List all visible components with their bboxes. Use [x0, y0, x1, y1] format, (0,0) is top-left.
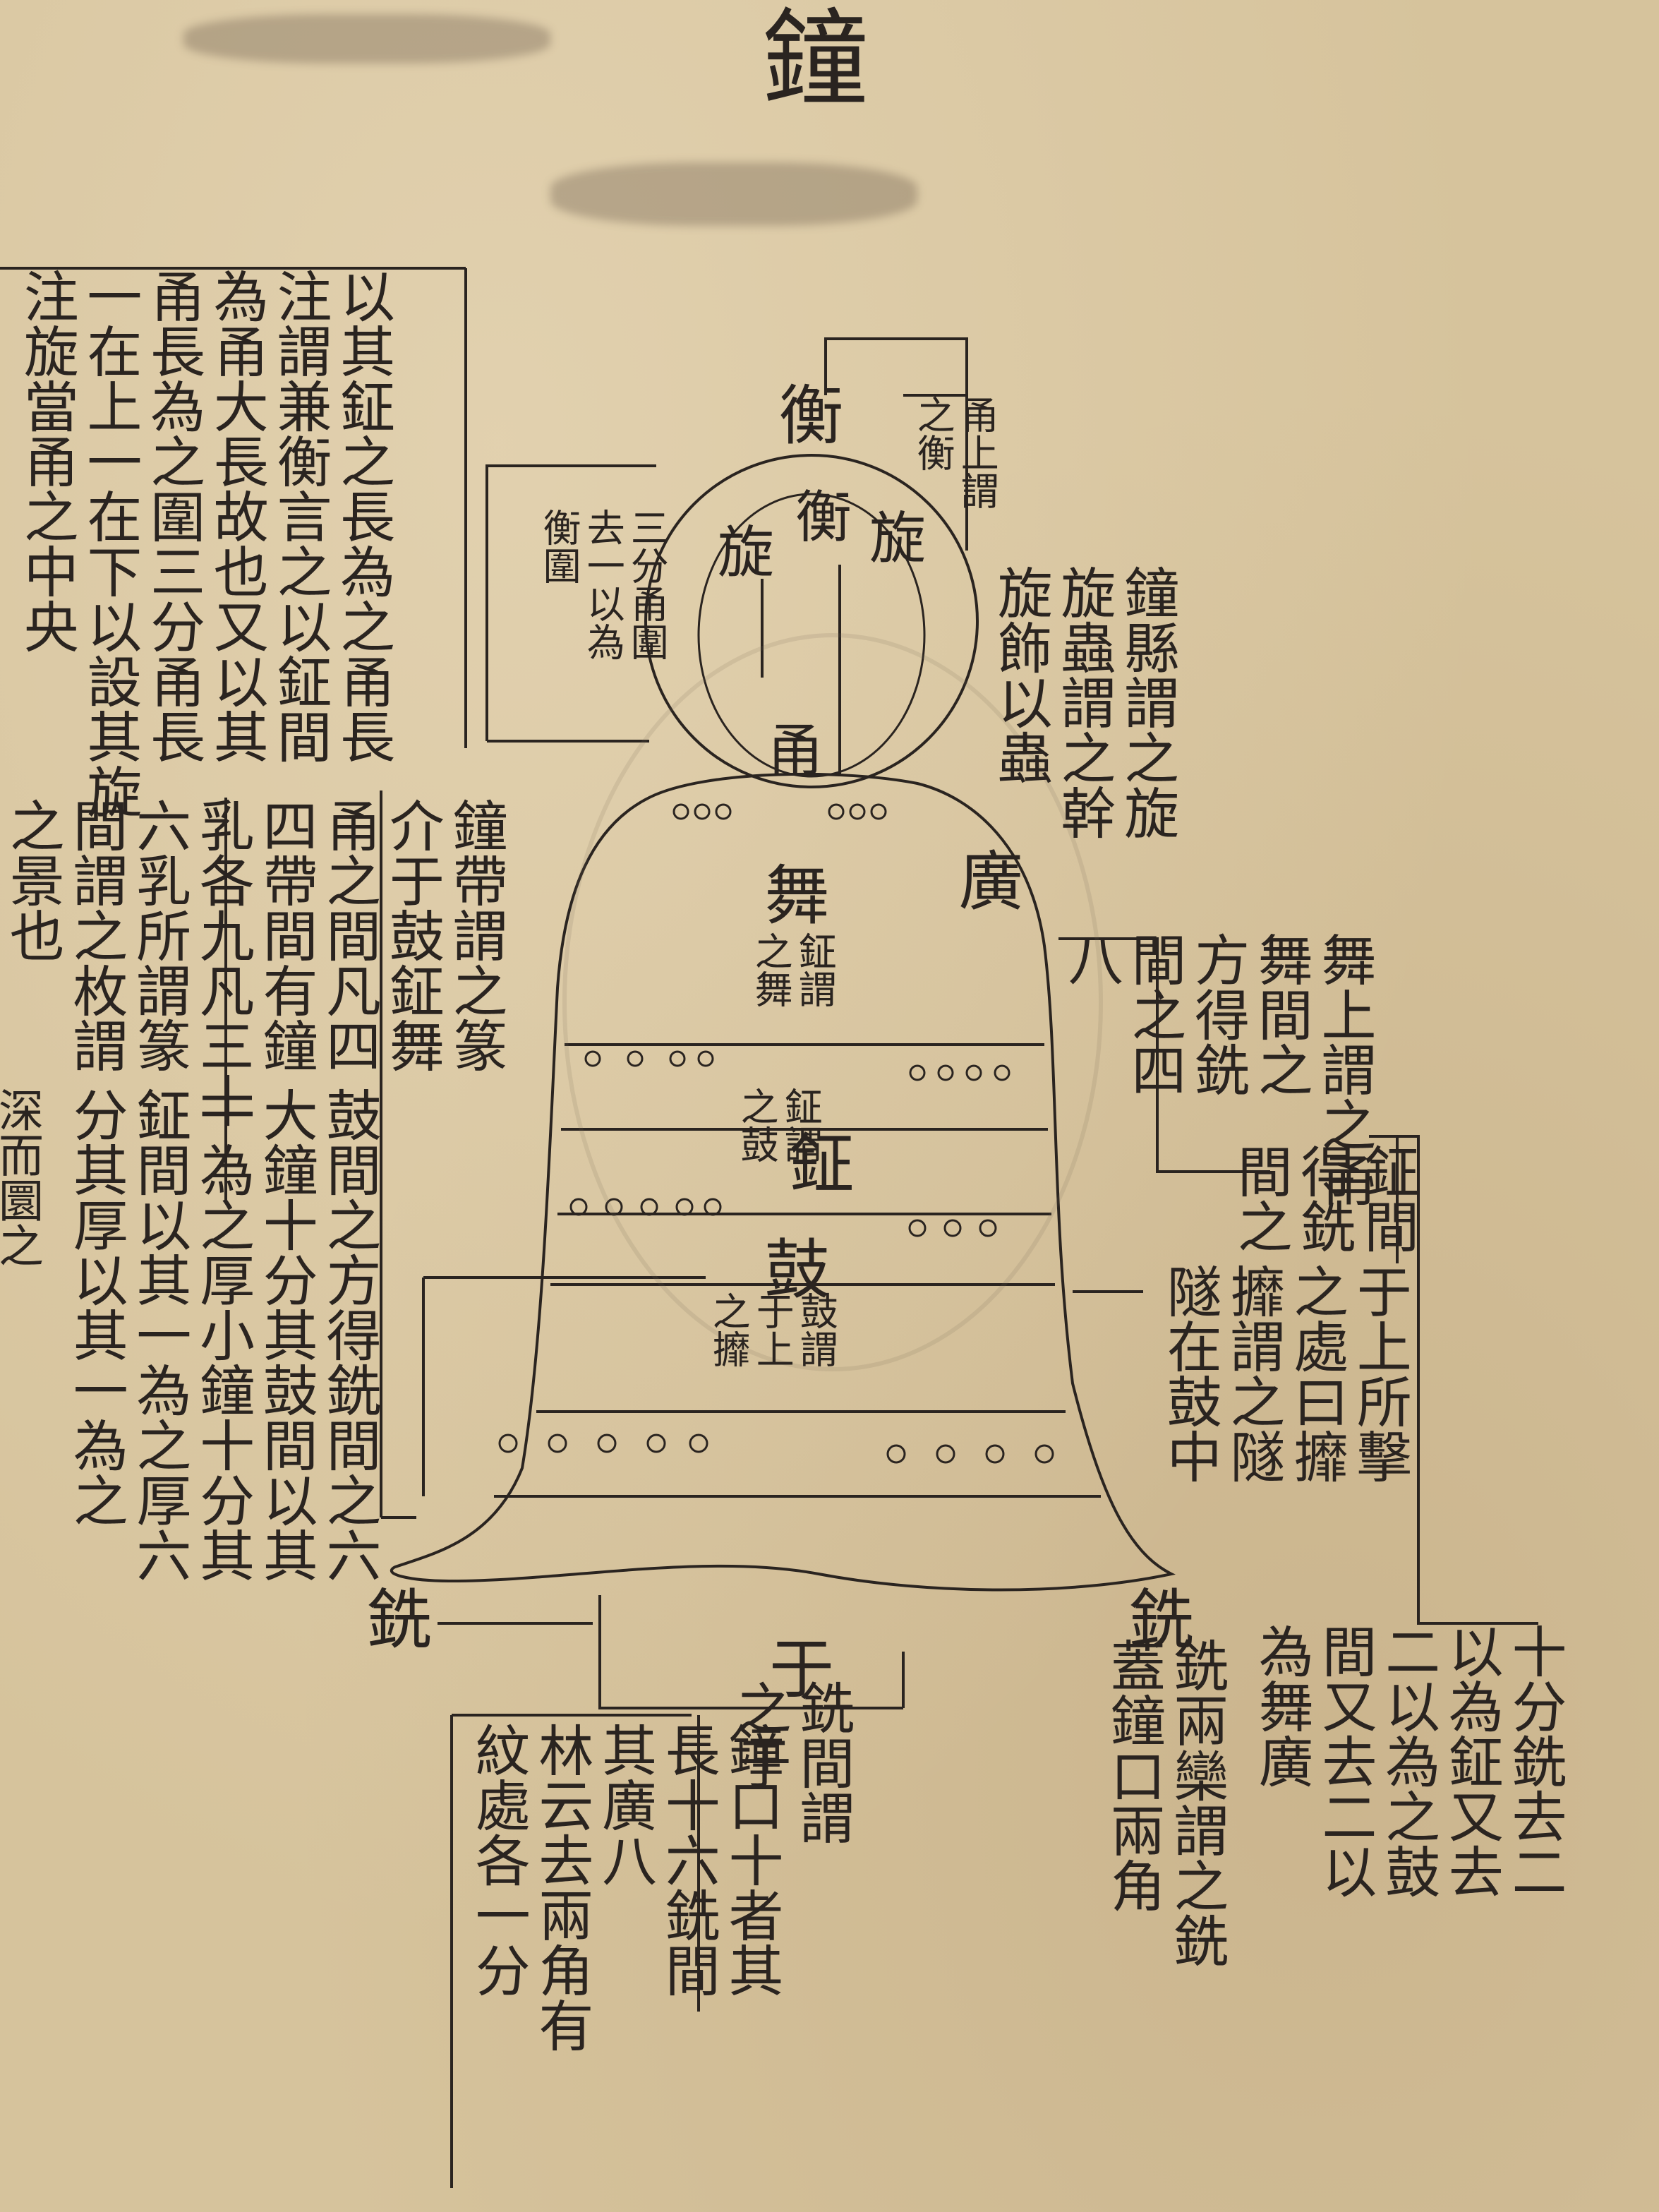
- bottom-note-mouth: 鐘口十者其 長十六銑間 其廣八 林云去兩角有 紋處各一分: [466, 1722, 783, 2052]
- heng-wei-bracket: [485, 464, 656, 741]
- label-heng-top: 衡: [768, 381, 843, 446]
- label-zheng: 鉦: [778, 1129, 854, 1194]
- note-yong-shang: 甬上謂 之衡: [910, 395, 999, 510]
- page-title: 鐘: [762, 0, 869, 121]
- ink-smudge-top-left: [183, 14, 550, 64]
- bell-outline: [390, 772, 1176, 1592]
- yong-inner-ring: [697, 493, 926, 778]
- left-note-edge: 深而圜之: [0, 1087, 42, 1268]
- heng-bracket: [824, 337, 968, 395]
- right-note-zheng: 鉦間 得銑 間之: [1228, 1143, 1419, 1254]
- left-note-lower: 鼓間之方得銑間之六 大鐘十分其鼓間以其 一為之厚小鐘十分其 鉦間以其一為之厚六 …: [64, 1087, 381, 1582]
- right-note-wu: 舞上謂之甬 舞間之 方得銑 間之四 八: [1058, 932, 1376, 1207]
- label-wu: 舞: [754, 861, 829, 926]
- left-note-top: 以其鉦之長為之甬長 注謂兼衡言之以鉦間 為甬大長故也又以其 甬長為之圍三分甬長 …: [14, 268, 395, 819]
- label-xian-right: 銑: [1129, 1582, 1195, 1658]
- nipple-rows: [498, 803, 1054, 1464]
- yu-leader: [598, 1595, 903, 1709]
- right-note-xuan: 鐘縣謂之旋 旋蟲謂之幹 旋飾以蟲: [988, 565, 1179, 840]
- left-note-middle: 鐘帶謂之篆 介于鼓鉦舞 甬之間凡四 四帶間有鐘 乳各九凡三十 六乳所謂篆 間謂之…: [0, 798, 507, 1128]
- note-zheng-zhi-wu: 鉦謂 之舞: [748, 932, 837, 1008]
- right-note-ratio: 十分銑去二 以為鉦又去 二以為之鼓 間又去二以 為舞廣: [1249, 1623, 1567, 1899]
- note-gu-zhi-zheng: 鉦謂 之鼓: [734, 1087, 823, 1163]
- seal-stamp: [562, 633, 1103, 1371]
- ratio-bracket: [1369, 1135, 1538, 1625]
- heng-note-bracket: [903, 394, 968, 551]
- xuan-ring: [644, 454, 979, 788]
- note-yu-shang: 鼓謂 于上 之攠: [706, 1292, 838, 1368]
- label-heng-inner: 衡: [786, 487, 852, 543]
- wu-right-bracket: [1058, 937, 1270, 1173]
- bottom-note-yu: 銑間謂 之于: [727, 1680, 855, 1845]
- label-xuan-left: 旋: [708, 522, 774, 579]
- right-note-xian: 銑兩欒謂之銑 蓋鐘口兩角: [1101, 1637, 1229, 1968]
- right-note-sui: 于上所擊 之處曰攠 攠謂之隧 隧在鼓中: [1157, 1263, 1411, 1484]
- ink-smudge-top-center: [550, 162, 917, 226]
- label-xuan-right: 旋: [860, 508, 926, 565]
- label-guang: 廣: [948, 847, 1023, 912]
- note-heng-wei: 三分甬圍 去一以為 衡圍: [536, 508, 669, 661]
- label-yu: 于: [769, 1632, 835, 1707]
- label-gu: 鼓: [754, 1235, 829, 1300]
- label-yong: 甬: [758, 720, 824, 776]
- label-xian-left: 銑: [367, 1582, 433, 1658]
